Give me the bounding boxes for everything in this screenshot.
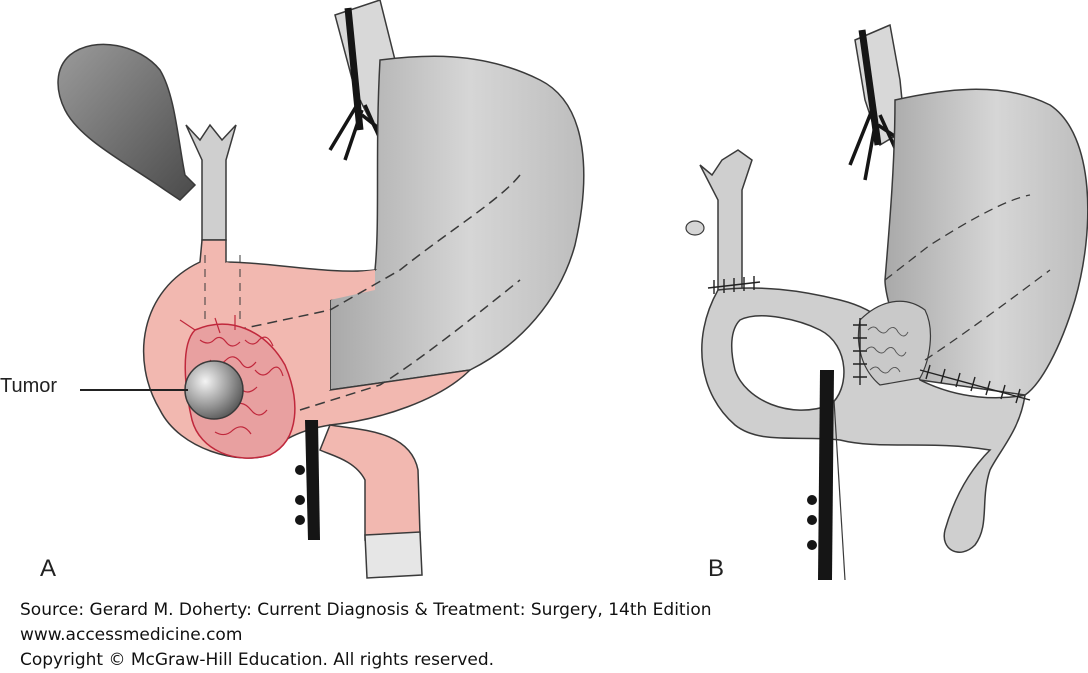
- tumor-label: Tumor: [0, 375, 58, 397]
- panel-b-letter: B: [708, 555, 725, 582]
- source-line: Source: Gerard M. Doherty: Current Diagn…: [20, 600, 712, 620]
- website-link[interactable]: www.accessmedicine.com: [20, 625, 243, 645]
- mesenteric-vessel: [305, 420, 320, 540]
- panel-b-illustration: [685, 23, 1088, 581]
- vagus-nerve: [344, 7, 364, 131]
- anastomosis-patch: [857, 300, 931, 386]
- copyright-line: Copyright © McGraw-Hill Education. All r…: [20, 650, 495, 670]
- gastric-remnant-b: [884, 88, 1088, 396]
- stomach-remnant: [329, 55, 585, 391]
- mesenteric-vessel-b: [818, 370, 834, 580]
- duodenum: [319, 424, 421, 541]
- bile-duct-b: [699, 149, 753, 291]
- panel-a-illustration: [57, 0, 585, 579]
- tumor: [184, 360, 244, 420]
- figure-credits: Source: Gerard M. Doherty: Current Diagn…: [20, 598, 712, 673]
- anastomosis-mucosa: [865, 326, 909, 374]
- gallbladder: [57, 43, 197, 201]
- panel-a-letter: A: [40, 555, 57, 582]
- common-bile-duct: [185, 123, 237, 241]
- surgical-diagram: [57, 0, 1088, 581]
- staple-lines: [707, 276, 1031, 404]
